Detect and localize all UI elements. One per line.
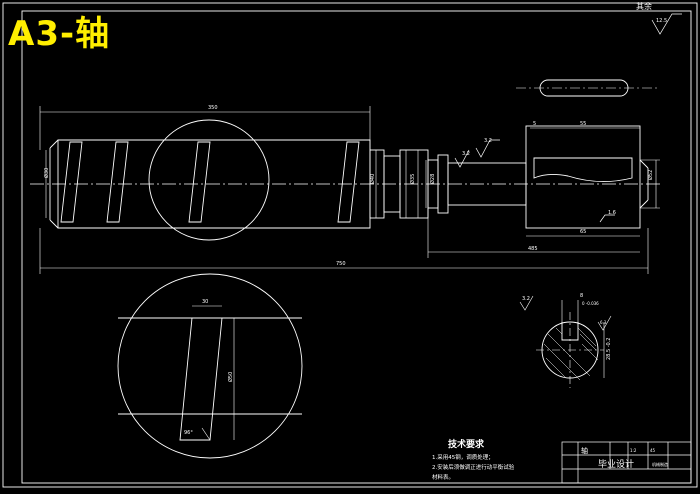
dim-text-5: 5 [533,121,536,127]
helix-flight [337,141,360,223]
section-tol-text: 0 -0.036 [582,301,599,306]
section-ra-text: 3.2 [522,296,530,302]
tech-req-line2: 2.安装后须做调正进行动平衡试验 [432,463,515,471]
helix-flight [188,141,211,223]
section-key-text: 8 [580,293,583,299]
roughness-symbol [454,149,470,168]
helix-width-text: 30 [202,299,208,305]
detail-enlarged-circle [117,273,303,459]
tech-req-title: 技术要求 [448,438,485,450]
dim-text-left-dia: Ø30 [43,168,50,178]
dim-text-65: 65 [580,229,586,235]
ra-text-1: 3.2 [484,138,492,144]
tech-req-line1: 1.采用45钢，调质处理； [432,453,494,461]
dim-text-right-dia: Ø52 [647,170,654,180]
title-part-name: 轴 [581,446,588,455]
title-design: 毕业设计 [598,458,634,470]
section-ra2-text: 6.3 [600,320,607,325]
title-badge: A3-轴 [8,14,111,54]
ra-text-2: 3.2 [462,151,470,157]
general-roughness-note: 其余 [636,1,652,11]
section-view [519,295,612,388]
helix-flight [106,141,129,223]
shaft-large-section [57,139,371,229]
helix-angle-text: 96° [184,430,193,436]
section-dim-text: 28.5 -0.2 [606,338,612,360]
title-school: 机械制造 [652,461,668,467]
dim-text-d3: Ø28 [429,174,436,184]
dim-text-350: 350 [208,105,218,111]
dim-text-750: 750 [336,261,346,267]
shaft-right-section [525,125,641,229]
tech-req-line3: 材料表。 [432,473,454,481]
general-roughness-value: 12.5 [656,18,667,24]
shaft-main-view [30,79,660,241]
outer-border [2,2,698,488]
dimension-lines [39,106,660,274]
roughness-general-symbol [651,13,682,35]
chamfer [639,159,649,169]
dim-text-55: 55 [580,121,586,127]
dim-text-d1: Ø40 [369,174,376,184]
section-hatch [543,327,599,381]
ra-text-3: 1.6 [608,210,616,216]
angle-mark [201,427,211,441]
title-material: 45 [650,448,656,453]
detail-circle [148,119,270,241]
chamfer [49,139,59,149]
helix-flight [60,141,83,223]
title-block-frame [561,441,692,484]
helix-dia-text: Ø50 [227,372,234,382]
chamfer [49,219,59,229]
roughness-symbol [475,139,500,158]
roughness-symbol [597,315,612,331]
title-scale: 1:2 [630,448,637,453]
roughness-symbol [519,295,534,311]
title-block [561,441,692,484]
dim-text-d2: Ø35 [409,174,416,184]
helix-flight-detail [179,317,223,441]
chamfer [639,199,649,209]
roughness-symbol [599,214,615,223]
inner-border [21,10,692,484]
roughness-symbols [454,13,682,223]
dim-text-485: 485 [528,246,538,252]
keyway [533,157,633,183]
helix-detail-view [117,273,303,459]
